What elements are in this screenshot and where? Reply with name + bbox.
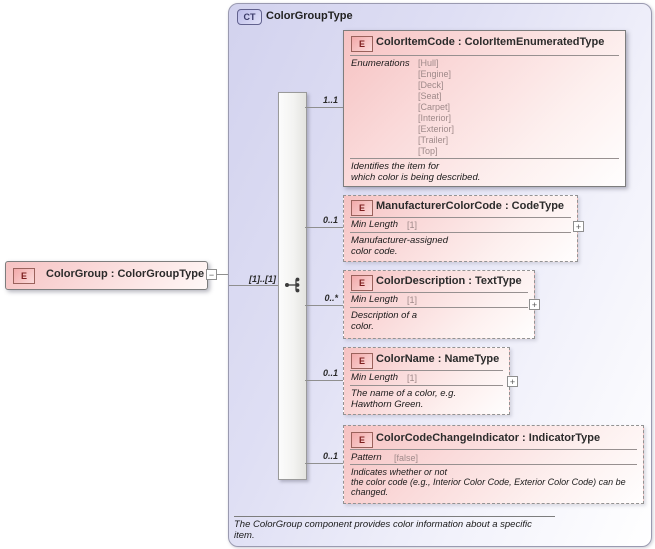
element-colorname-title: ColorName : NameType — [376, 353, 500, 365]
connector-line — [305, 107, 343, 108]
facet-label: Min Length — [351, 372, 399, 383]
element-annotation: Identifies the item for which color is b… — [351, 161, 481, 183]
element-badge: E — [351, 36, 373, 52]
collapse-button[interactable]: − — [206, 269, 217, 280]
expand-button[interactable]: + — [529, 299, 540, 310]
connector-line — [305, 463, 343, 464]
sequence-compositor-bar[interactable] — [278, 92, 307, 480]
element-manufacturercolorcode-box[interactable]: E ManufacturerColorCode : CodeType Min L… — [343, 195, 578, 262]
sequence-icon — [285, 277, 300, 293]
complextype-badge[interactable]: CT — [237, 9, 262, 25]
element-colordescription-box[interactable]: E ColorDescription : TextType Min Length… — [343, 270, 535, 339]
connector-root-line — [217, 274, 228, 275]
element-badge: E — [351, 353, 373, 369]
expand-button[interactable]: + — [573, 221, 584, 232]
separator — [234, 516, 555, 517]
separator — [350, 385, 503, 386]
cardinality-coloritemcode: 1..1 — [322, 95, 338, 105]
complextype-title: ColorGroupType — [266, 10, 353, 22]
connector-line — [305, 305, 343, 306]
cardinality-colordescription: 0..* — [324, 293, 338, 303]
facet-label: Min Length — [351, 294, 399, 305]
separator — [350, 370, 503, 371]
facet-value: [1] — [407, 220, 418, 230]
separator — [350, 55, 619, 56]
enum-value: [Top] — [418, 146, 438, 156]
element-colorgroup-box[interactable]: E ColorGroup : ColorGroupType — [5, 261, 208, 290]
connector-root-line-inner — [229, 285, 278, 286]
element-annotation: The name of a color, e.g. Hawthorn Green… — [351, 388, 457, 410]
facet-value: [1] — [407, 373, 418, 383]
enum-value: [Engine] — [418, 69, 452, 79]
facet-value: [false] — [394, 453, 419, 463]
enum-value: [Carpet] — [418, 102, 451, 112]
facet-value: [1] — [407, 295, 418, 305]
expand-button[interactable]: + — [507, 376, 518, 387]
element-colorcodechangeindicator-title: ColorCodeChangeIndicator : IndicatorType — [376, 432, 601, 444]
element-manufacturercolorcode-title: ManufacturerColorCode : CodeType — [376, 200, 565, 212]
element-badge: E — [351, 432, 373, 448]
element-colorname-box[interactable]: E ColorName : NameType Min Length [1] Th… — [343, 347, 510, 415]
cardinality-colorcodechangeindicator: 0..1 — [322, 451, 338, 461]
separator — [350, 464, 637, 465]
enum-value: [Trailer] — [418, 135, 449, 145]
element-colorgroup-title: ColorGroup : ColorGroupType — [46, 268, 205, 280]
element-badge: E — [13, 268, 35, 284]
enum-value: [Interior] — [418, 113, 452, 123]
enum-value: [Seat] — [418, 91, 442, 101]
element-badge: E — [351, 275, 373, 291]
connector-line — [305, 227, 343, 228]
separator — [350, 158, 619, 159]
complextype-annotation: The ColorGroup component provides color … — [234, 519, 532, 541]
element-annotation: Indicates whether or not the color code … — [351, 467, 626, 497]
facet-label: Min Length — [351, 219, 399, 230]
enum-value: [Deck] — [418, 80, 444, 90]
cardinality-root: [1]..[1] — [249, 274, 276, 284]
enum-value: [Exterior] — [418, 124, 455, 134]
cardinality-colorname: 0..1 — [322, 368, 338, 378]
separator — [350, 292, 528, 293]
separator — [350, 449, 637, 450]
element-colorcodechangeindicator-box[interactable]: E ColorCodeChangeIndicator : IndicatorTy… — [343, 425, 644, 504]
cardinality-manufacturercolorcode: 0..1 — [322, 215, 338, 225]
element-badge: E — [351, 200, 373, 216]
element-annotation: Manufacturer-assigned color code. — [351, 235, 448, 257]
separator — [350, 217, 571, 218]
element-coloritemcode-title: ColorItemCode : ColorItemEnumeratedType — [376, 36, 605, 48]
element-colordescription-title: ColorDescription : TextType — [376, 275, 522, 287]
element-annotation: Description of a color. — [351, 310, 418, 332]
facet-label: Pattern — [351, 452, 382, 463]
separator — [350, 307, 528, 308]
element-coloritemcode-box[interactable]: E ColorItemCode : ColorItemEnumeratedTyp… — [343, 30, 626, 187]
separator — [350, 232, 571, 233]
enum-value: [Hull] — [418, 58, 439, 68]
facet-label: Enumerations — [351, 58, 410, 69]
connector-line — [305, 380, 343, 381]
